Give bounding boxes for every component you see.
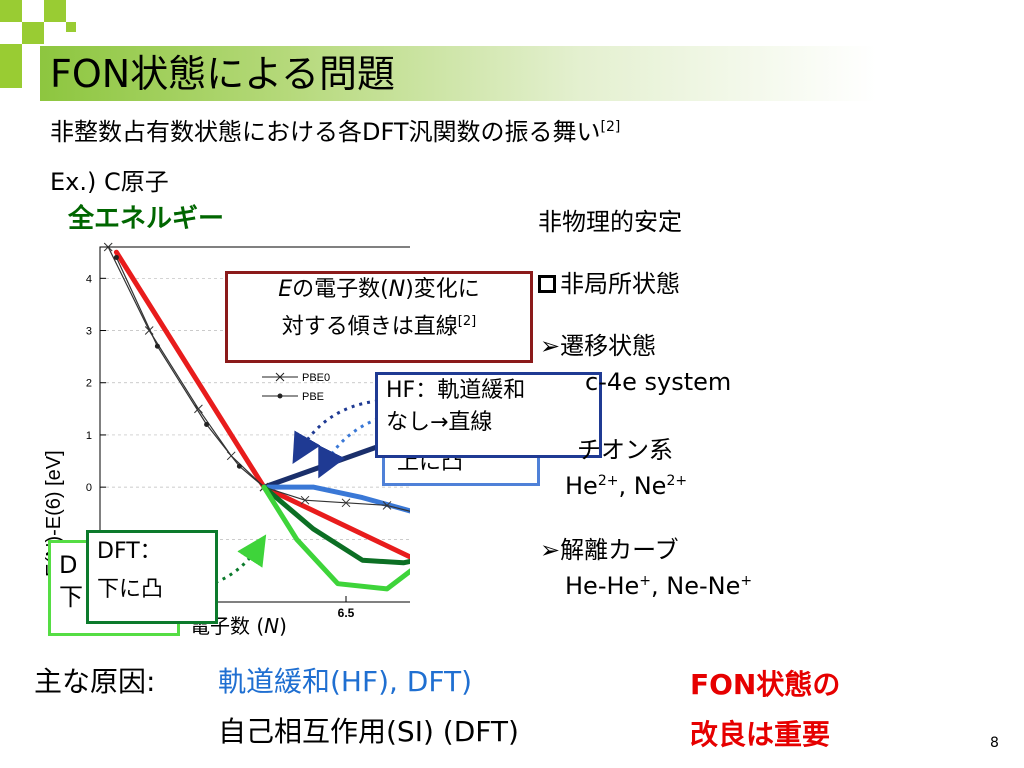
slope-line-2: 対する傾きは直線[2] <box>228 306 530 343</box>
dft-back-line-2: 下 <box>59 583 83 611</box>
list-header: 非物理的安定 <box>538 208 682 236</box>
cause-1: 軌道緩和(HF), DFT) <box>218 665 473 698</box>
list-item-nonlocal: 非局所状態 <box>538 264 680 299</box>
hf-callout: HF：軌道緩和 なし→直線 <box>375 372 602 458</box>
slope-line-1: Eの電子数(N)変化に <box>228 274 530 306</box>
x-axis-label-italic: N <box>264 614 280 638</box>
cause-label: 主な原因: <box>34 665 156 698</box>
slope-text-b: )変化に <box>405 277 480 302</box>
chart-x-label: 電子数 (N) <box>190 610 287 639</box>
hf-line-2: なし→直線 <box>386 410 493 435</box>
y-tick-label: 1 <box>86 430 92 442</box>
subtitle-ref: [2] <box>600 119 621 135</box>
cross-marker <box>300 495 310 505</box>
slope-text-2: 対する傾きは直線 <box>281 314 458 340</box>
dot-marker <box>236 463 242 469</box>
slope-n: N <box>388 277 406 302</box>
diss-a-sup: + <box>639 573 652 589</box>
y-tick-label: 4 <box>86 273 92 285</box>
fon-note-line-2: 改良は重要 <box>690 718 831 751</box>
legend-marker <box>277 393 283 399</box>
list-item-transition-label: 遷移状態 <box>560 332 657 360</box>
dft-line-2: 下に凸 <box>97 577 164 602</box>
legend-marker <box>275 372 285 382</box>
dft-arrow-1 <box>199 534 267 589</box>
dot-marker <box>154 343 160 349</box>
series-dft-light <box>261 484 410 592</box>
legend-label: PBE0 <box>302 372 330 384</box>
list-item-nonlocal-label: 非局所状態 <box>560 270 680 298</box>
chart-x-ticks: 6.57.0 <box>338 596 355 620</box>
page-number: 8 <box>990 735 999 751</box>
x-tick-label: 6.5 <box>338 606 355 620</box>
slope-ref: [2] <box>457 314 477 329</box>
slope-text-a: の電子数( <box>292 277 389 302</box>
slope-e: E <box>278 277 293 302</box>
slope-callout: Eの電子数(N)変化に 対する傾きは直線[2] <box>225 271 533 363</box>
y-tick-label: 2 <box>86 378 92 390</box>
diss-b-sup: + <box>740 573 753 589</box>
fon-note: FON状態の 改良は重要 <box>690 660 840 760</box>
slide-title: FON状態による問題 <box>50 52 396 96</box>
dft-callout: DFT： 下に凸 <box>86 530 218 624</box>
diss-a: He-He <box>565 572 640 600</box>
cross-marker <box>103 242 113 252</box>
cause-2: 自己相互作用(SI) (DFT) <box>218 715 519 748</box>
series-dft-dark <box>261 484 410 566</box>
checkbox-icon <box>538 275 556 293</box>
arrow-bullet-icon: ➢ <box>540 332 561 360</box>
energy-label: 全エネルギー <box>68 204 225 234</box>
list-item-dissociation: ➢解離カーブ <box>540 530 679 565</box>
subtitle-text: 非整数占有数状態における各DFT汎関数の振る舞い <box>50 118 601 146</box>
list-item-transition-sub: c-4e system <box>585 368 732 396</box>
hf-arrow-1 <box>292 399 379 464</box>
cation-ne-sup: 2+ <box>666 473 688 489</box>
list-item-dissociation-sub: He-He+, Ne-Ne+ <box>565 572 752 600</box>
dot-marker <box>113 254 119 260</box>
cross-marker <box>341 498 351 508</box>
dot-marker <box>204 422 210 427</box>
y-tick-label: 0 <box>86 482 92 494</box>
y-tick-label: 3 <box>86 326 92 338</box>
list-item-cation-sub: He2+, Ne2+ <box>565 472 687 500</box>
cation-he: He <box>565 472 598 500</box>
diss-b: , Ne-Ne <box>651 572 741 600</box>
list-item-transition: ➢遷移状態 <box>540 326 656 361</box>
chart-arrows <box>199 399 379 589</box>
slide-subtitle: 非整数占有数状態における各DFT汎関数の振る舞い[2] <box>50 112 620 147</box>
hf-line-1: HF：軌道緩和 <box>386 378 526 403</box>
fon-note-line-1: FON状態の <box>690 668 841 701</box>
list-item-dissociation-label: 解離カーブ <box>560 536 679 564</box>
x-axis-label-end: ) <box>279 614 287 638</box>
series-hf-curve-light <box>261 484 410 514</box>
dft-line-1: DFT： <box>97 539 162 564</box>
arrow-bullet-icon: ➢ <box>540 536 561 564</box>
cation-he-sup: 2+ <box>597 473 619 489</box>
example-label: Ex.) C原子 <box>50 168 169 196</box>
title-band <box>40 46 1024 101</box>
cross-marker <box>382 501 392 510</box>
list-item-cation: チオン系 <box>577 436 673 464</box>
legend-label: PBE <box>302 391 324 403</box>
cation-sep: , Ne <box>618 472 667 500</box>
dft-back-line-1: D <box>59 551 78 579</box>
hf-arrow-2 <box>318 417 379 479</box>
